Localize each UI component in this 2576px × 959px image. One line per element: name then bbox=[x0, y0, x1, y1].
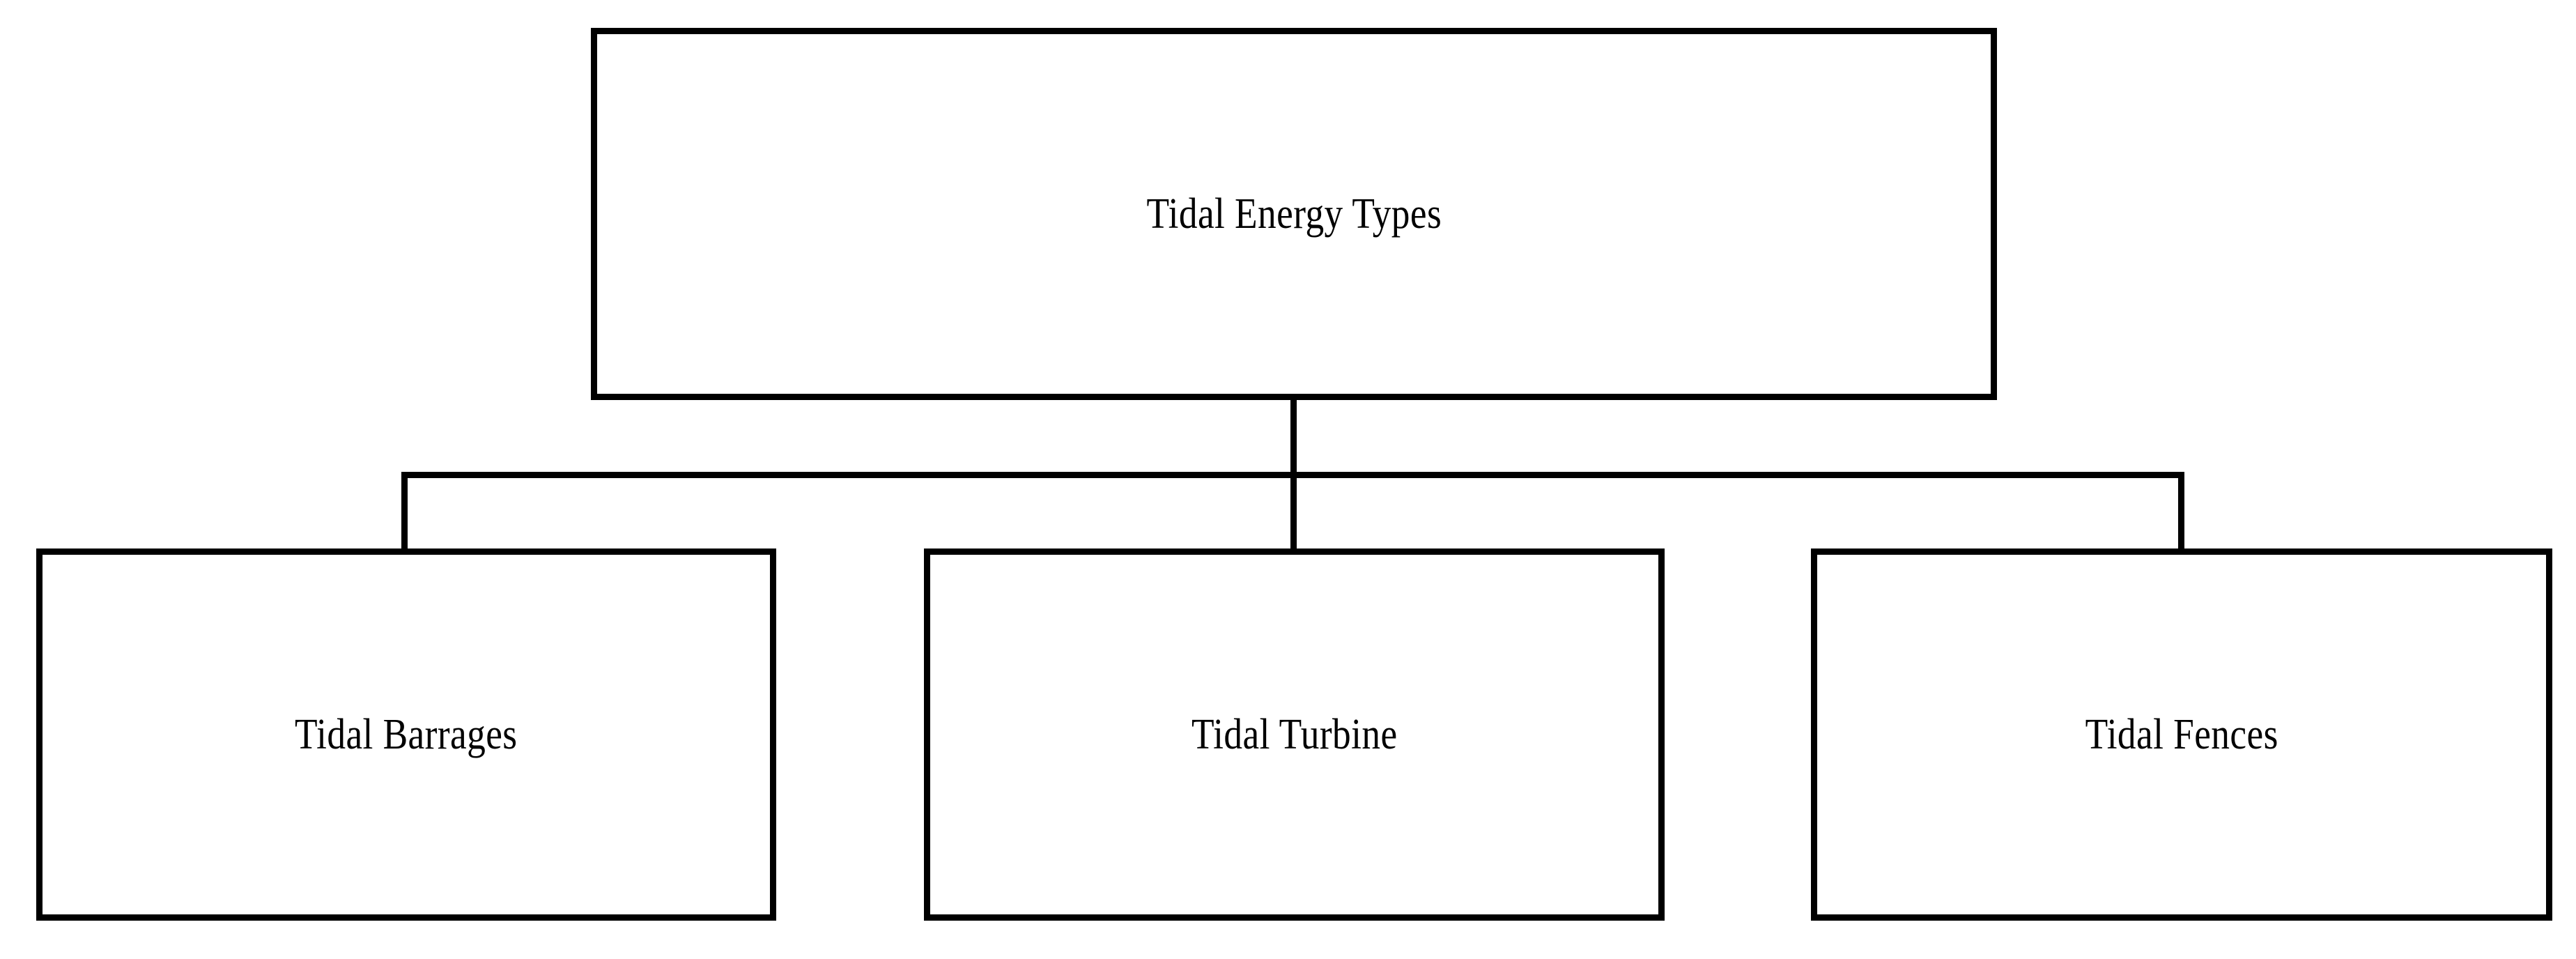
connector-root-trunk bbox=[1290, 399, 1297, 477]
node-child-0-label: Tidal Barrages bbox=[295, 710, 518, 758]
node-root-tidal-energy-types[interactable]: Tidal Energy Types bbox=[591, 28, 1997, 400]
node-child-2-label: Tidal Fences bbox=[2085, 710, 2278, 758]
node-child-tidal-turbine[interactable]: Tidal Turbine bbox=[924, 548, 1665, 921]
node-child-tidal-fences[interactable]: Tidal Fences bbox=[1811, 548, 2552, 921]
connector-drop-tidal-fences bbox=[2178, 472, 2184, 551]
node-child-1-label: Tidal Turbine bbox=[1191, 710, 1398, 758]
connector-drop-tidal-barrages bbox=[401, 472, 408, 551]
node-root-label: Tidal Energy Types bbox=[1146, 190, 1442, 238]
node-child-tidal-barrages[interactable]: Tidal Barrages bbox=[36, 548, 776, 921]
connector-drop-tidal-turbine bbox=[1290, 472, 1297, 551]
